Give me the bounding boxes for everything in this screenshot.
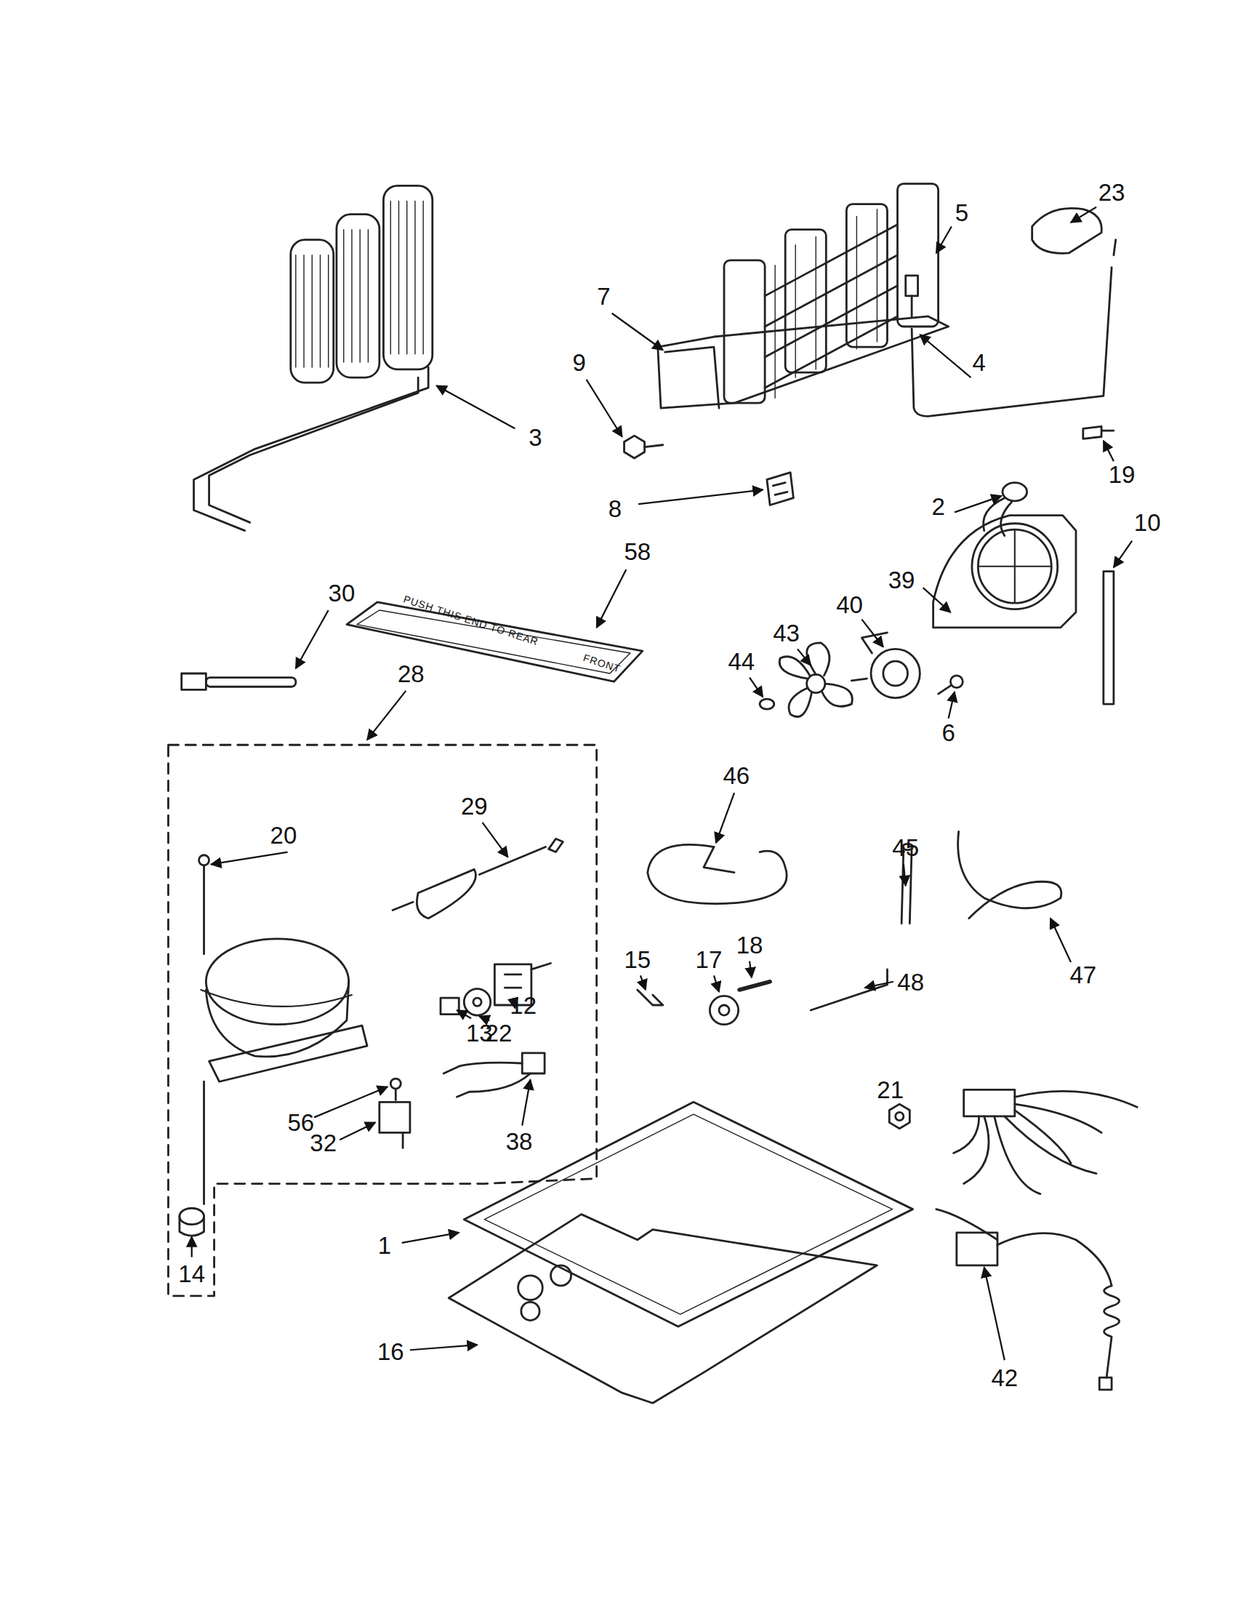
screw xyxy=(938,675,964,694)
grommet xyxy=(179,1207,205,1236)
base-plate xyxy=(448,1214,877,1404)
callout-number: 29 xyxy=(460,793,488,818)
clip xyxy=(637,989,664,1005)
callout-number: 42 xyxy=(990,1365,1018,1390)
drain-tray xyxy=(346,601,643,682)
l-tube xyxy=(810,969,887,1010)
callout-number: 14 xyxy=(178,1261,206,1286)
printed-note: FRONT xyxy=(581,652,622,674)
callout-number: 8 xyxy=(608,495,622,520)
callout-number: 58 xyxy=(623,538,651,563)
group-outline xyxy=(167,744,597,1296)
callout-number: 21 xyxy=(876,1077,904,1102)
callout-number: 43 xyxy=(772,620,800,645)
fan-motor xyxy=(851,632,920,698)
roller xyxy=(709,995,738,1024)
callout-number: 20 xyxy=(270,822,298,847)
callout-number: 16 xyxy=(377,1338,405,1363)
pad xyxy=(1032,207,1103,253)
callout-number: 39 xyxy=(888,567,916,592)
screw xyxy=(199,854,210,954)
callout-number: 28 xyxy=(397,661,425,686)
callout-number: 10 xyxy=(1134,510,1162,535)
callout-number: 48 xyxy=(897,969,925,994)
screw xyxy=(739,981,770,990)
fan-blade xyxy=(779,642,853,717)
callout-number: 32 xyxy=(309,1130,337,1155)
callout-number: 30 xyxy=(328,580,356,605)
clip xyxy=(766,472,794,506)
callout-number: 1 xyxy=(378,1232,392,1257)
callout-number: 3 xyxy=(528,424,542,449)
callout-number: 17 xyxy=(695,946,723,971)
sensor-wire xyxy=(905,239,1116,417)
printed-note: PUSH THIS END TO REAR xyxy=(402,593,540,647)
nut xyxy=(889,1103,910,1129)
wire-clip xyxy=(1083,426,1114,439)
defrost-heater xyxy=(181,673,296,690)
callout-number: 22 xyxy=(485,1019,513,1044)
seal-strip xyxy=(1103,571,1114,704)
callout-number: 38 xyxy=(505,1128,533,1153)
overload-connector xyxy=(443,1052,545,1097)
leader-lines xyxy=(191,207,1132,1360)
wire-harness xyxy=(936,1089,1138,1390)
callout-number: 9 xyxy=(572,350,586,375)
callout-number: 45 xyxy=(892,834,919,859)
callout-number: 46 xyxy=(722,763,750,788)
compressor xyxy=(200,938,368,1204)
filter-drier xyxy=(392,838,563,918)
callout-number: 12 xyxy=(509,993,537,1018)
fan-shroud xyxy=(933,515,1076,628)
thermostat xyxy=(983,482,1028,536)
callout-number: 18 xyxy=(736,932,764,957)
callout-number: 5 xyxy=(955,199,969,224)
callout-number: 23 xyxy=(1098,179,1126,204)
evaporator-assembly xyxy=(657,183,949,409)
callout-number: 15 xyxy=(623,946,651,971)
callout-number: 7 xyxy=(596,283,610,308)
base-frame xyxy=(463,1101,913,1327)
callout-number: 6 xyxy=(941,720,955,745)
callout-number: 40 xyxy=(836,591,863,616)
callout-number: 47 xyxy=(1069,961,1097,986)
retainer xyxy=(759,698,775,709)
callout-number: 4 xyxy=(972,350,986,375)
callout-number: 19 xyxy=(1108,462,1136,487)
drain-tube xyxy=(958,830,1062,918)
screw xyxy=(624,435,664,459)
tube-loop xyxy=(647,844,787,903)
condenser-coil xyxy=(194,185,433,530)
callout-number: 44 xyxy=(727,649,755,674)
callout-number: 2 xyxy=(931,493,945,518)
